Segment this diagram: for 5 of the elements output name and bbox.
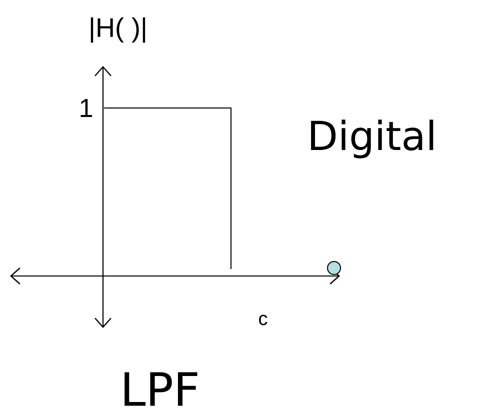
axis-label: |H( )| bbox=[90, 17, 146, 43]
axis-label: c bbox=[259, 314, 268, 326]
tick-label: 1 bbox=[80, 99, 92, 117]
heading-text: LPF bbox=[124, 372, 198, 406]
heading-text: Digital bbox=[311, 120, 434, 158]
